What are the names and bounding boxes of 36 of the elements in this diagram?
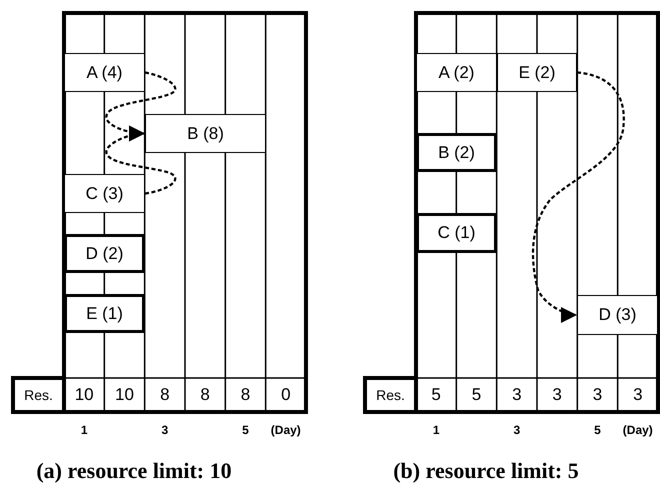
- task-bar: C (1): [416, 213, 497, 253]
- task-bar: D (3): [577, 295, 658, 335]
- task-bar: E (2): [497, 53, 577, 92]
- day-tick: 3: [512, 422, 522, 439]
- task-bar: E (1): [64, 294, 145, 333]
- day-tick: 5: [241, 422, 250, 439]
- row-header: Res.: [23, 386, 54, 405]
- axis-unit: (Day): [270, 422, 302, 439]
- task-bar: B (8): [145, 114, 266, 153]
- resource-value: 3: [511, 384, 523, 406]
- resource-value: 3: [632, 384, 644, 406]
- resource-value: 8: [159, 384, 171, 406]
- day-tick: 1: [80, 422, 88, 439]
- dependency-arrow: [532, 71, 625, 322]
- resource-value: 10: [74, 384, 95, 406]
- resource-value: 5: [470, 384, 482, 406]
- day-tick: 3: [160, 422, 170, 439]
- row-header: Res.: [375, 386, 406, 405]
- resource-value: 0: [280, 384, 292, 406]
- day-tick: 5: [593, 422, 602, 439]
- task-bar: A (4): [64, 53, 145, 92]
- resource-value: 8: [199, 384, 211, 406]
- axis-unit: (Day): [622, 422, 654, 439]
- resource-value: 3: [592, 384, 604, 406]
- resource-value: 3: [551, 384, 563, 406]
- panel-caption: (a) resource limit: 10: [35, 457, 233, 485]
- dependency-arrow: [105, 126, 176, 195]
- task-bar: B (2): [416, 133, 497, 172]
- task-bar: C (3): [64, 174, 145, 213]
- panel-caption: (b) resource limit: 5: [392, 457, 580, 485]
- task-bar: A (2): [416, 53, 497, 92]
- resource-value: 8: [240, 384, 252, 406]
- task-bar: D (2): [64, 234, 145, 273]
- day-tick: 1: [432, 422, 440, 439]
- resource-value: 10: [114, 384, 135, 406]
- resource-value: 5: [430, 384, 442, 406]
